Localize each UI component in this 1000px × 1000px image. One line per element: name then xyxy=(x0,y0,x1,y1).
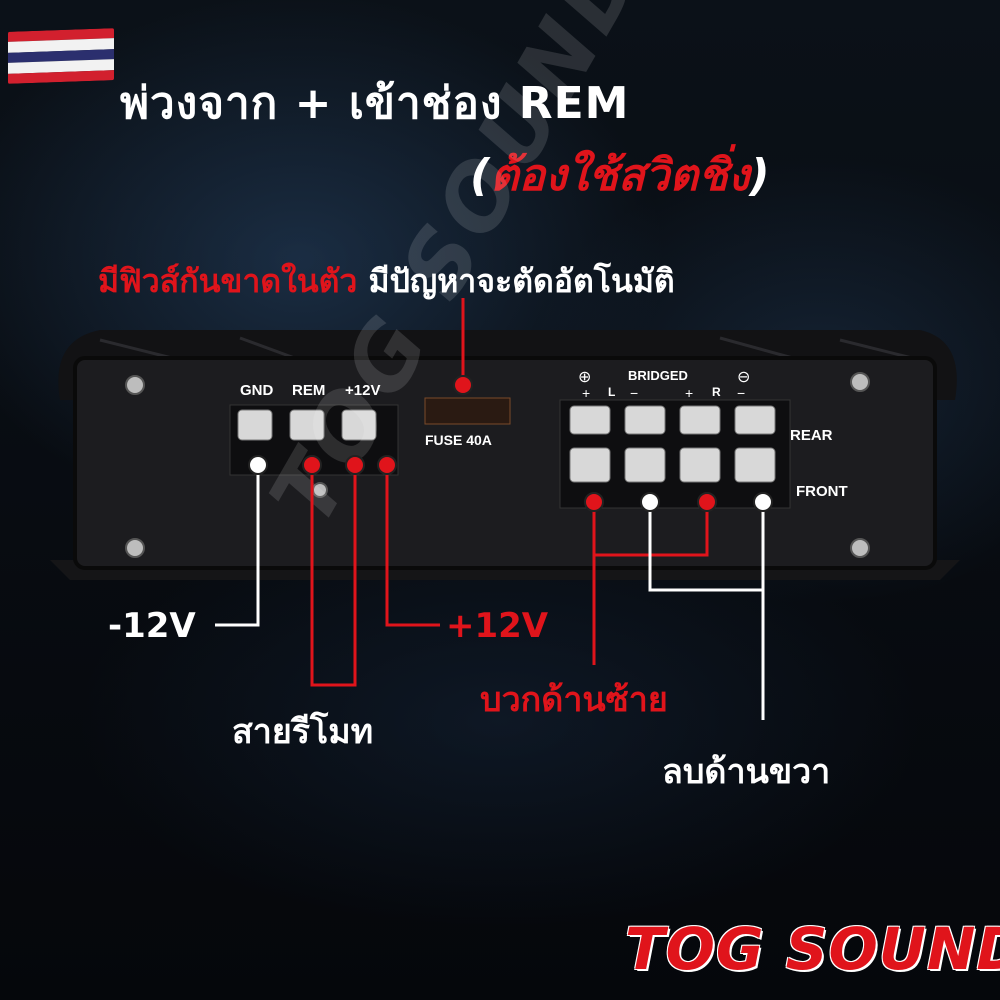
label-negative-right: ลบด้านขวา xyxy=(662,752,831,792)
headline-note-open: ( xyxy=(470,150,491,201)
line-negative-12v xyxy=(215,465,260,627)
fuse-info-white: มีปัญหาจะตัดอัตโนมัติ xyxy=(368,262,675,300)
screw-icon xyxy=(125,372,870,558)
plus-sign-right: + xyxy=(685,385,693,401)
dot-left-plus xyxy=(584,492,604,512)
gnd-label: GND xyxy=(240,382,274,399)
label-negative-12v: -12V xyxy=(108,606,196,646)
label-remote-wire: สายรีโมท xyxy=(232,712,374,752)
label-positive-12v: +12V xyxy=(446,606,549,646)
fuse-icon xyxy=(424,397,511,425)
bridged-label: BRIDGED xyxy=(628,368,688,383)
fuse-info-red: มีฟิวส์กันขาดในตัว xyxy=(98,262,358,300)
line-remote-wire xyxy=(310,465,357,687)
label-positive-left: บวกด้านซ้าย xyxy=(480,680,668,720)
minus-sign-right: − xyxy=(737,385,745,401)
plus12v-label: +12V xyxy=(345,382,380,399)
plus-symbol: ⊕ xyxy=(578,367,591,386)
line-positive-12v xyxy=(385,465,440,627)
dot-plus12v xyxy=(377,455,397,475)
headline-title: พ่วงจาก + เข้าช่อง REM xyxy=(120,78,630,129)
dot-rem xyxy=(302,455,322,475)
headline-note: (ต้องใช้สวิตชิ่ง) xyxy=(470,140,770,210)
fuse-info-line: มีฟิวส์กันขาดในตัว มีปัญหาจะตัดอัตโนมัติ xyxy=(98,256,675,307)
fuse-label: FUSE 40A xyxy=(425,432,492,448)
line-negative-right-bridge xyxy=(648,502,763,592)
minus-symbol: ⊖ xyxy=(737,367,750,386)
front-label: FRONT xyxy=(796,483,848,500)
plus-sign-left: + xyxy=(582,385,590,401)
speaker-terminal-screws xyxy=(569,405,776,483)
power-terminal-screws xyxy=(237,409,377,441)
rear-label: REAR xyxy=(790,427,833,444)
headline-note-close: ) xyxy=(749,150,770,201)
dot-right-minus xyxy=(753,492,773,512)
headline-note-red: ต้องใช้สวิตชิ่ง xyxy=(490,150,750,201)
dot-right-plus xyxy=(697,492,717,512)
dot-rem-2 xyxy=(345,455,365,475)
dot-left-minus xyxy=(640,492,660,512)
channel-right-label: R xyxy=(712,385,721,399)
dot-markers xyxy=(248,375,773,512)
brand-logo: TOG SOUND xyxy=(625,915,1000,983)
minus-sign-left: − xyxy=(630,385,638,401)
channel-left-label: L xyxy=(608,385,615,399)
dot-gnd xyxy=(248,455,268,475)
dot-fuse xyxy=(453,375,473,395)
rem-label: REM xyxy=(292,382,325,399)
